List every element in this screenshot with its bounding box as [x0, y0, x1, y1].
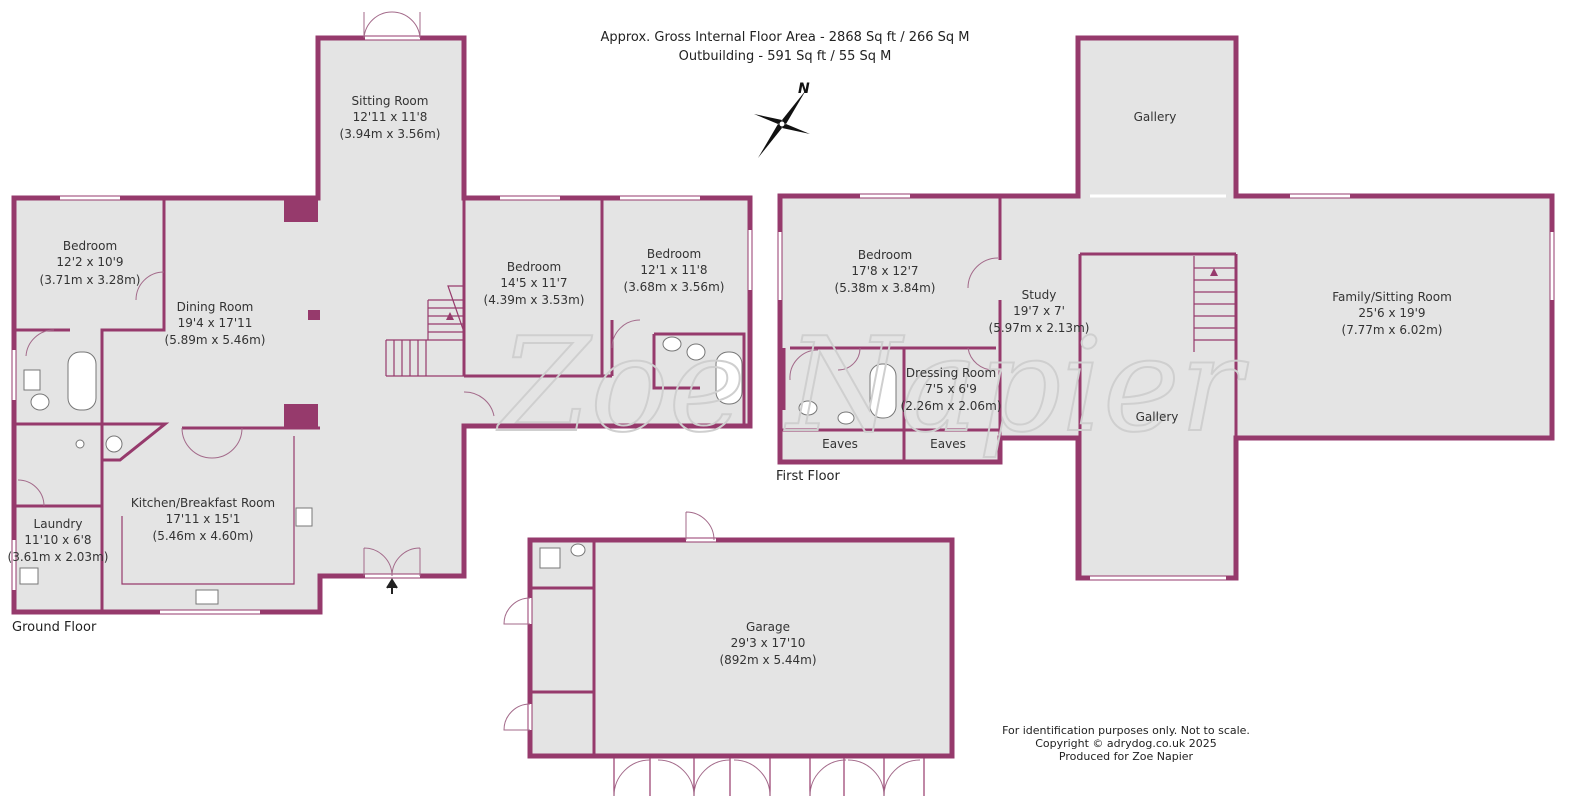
svg-text:Bedroom: Bedroom — [63, 239, 117, 253]
room-bedroom-ff: Bedroom 17'8 x 12'7 (5.38m x 3.84m) — [835, 248, 936, 295]
ground-floor-plan — [11, 11, 753, 615]
svg-text:12'2 x 10'9: 12'2 x 10'9 — [56, 255, 123, 269]
room-bedroom-gf3: Bedroom 12'1 x 11'8 (3.68m x 3.56m) — [624, 247, 725, 294]
room-study: Study 19'7 x 7' (5.97m x 2.13m) — [989, 288, 1090, 335]
watermark: Zoe Napier — [496, 309, 1249, 461]
svg-text:(3.68m x 3.56m): (3.68m x 3.56m) — [624, 280, 725, 294]
svg-text:(3.71m x 3.28m): (3.71m x 3.28m) — [40, 273, 141, 287]
room-dressing-room: Dressing Room 7'5 x 6'9 (2.26m x 2.06m) — [901, 366, 1002, 413]
room-gallery-top: Gallery — [1134, 110, 1177, 124]
svg-text:29'3 x 17'10: 29'3 x 17'10 — [731, 636, 806, 650]
area-header-line1: Approx. Gross Internal Floor Area - 2868… — [600, 30, 969, 45]
svg-text:11'10 x 6'8: 11'10 x 6'8 — [24, 533, 91, 547]
svg-text:25'6 x 19'9: 25'6 x 19'9 — [1358, 306, 1425, 320]
room-laundry: Laundry 11'10 x 6'8 (3.61m x 2.03m) — [8, 517, 109, 564]
room-family-sitting-room: Family/Sitting Room 25'6 x 19'9 (7.77m x… — [1332, 290, 1452, 337]
svg-text:(5.46m x 4.60m): (5.46m x 4.60m) — [153, 529, 254, 543]
svg-text:19'7 x 7': 19'7 x 7' — [1013, 304, 1065, 318]
ground-floor-caption: Ground Floor — [12, 620, 97, 635]
svg-text:(3.94m x 3.56m): (3.94m x 3.56m) — [340, 127, 441, 141]
svg-text:(5.89m x 5.46m): (5.89m x 5.46m) — [165, 333, 266, 347]
svg-text:12'1 x 11'8: 12'1 x 11'8 — [640, 263, 707, 277]
room-eaves-2: Eaves — [930, 437, 966, 451]
svg-text:Family/Sitting Room: Family/Sitting Room — [1332, 290, 1452, 304]
svg-text:14'5 x 11'7: 14'5 x 11'7 — [500, 276, 567, 290]
room-bedroom-gf1: Bedroom 12'2 x 10'9 (3.71m x 3.28m) — [40, 239, 141, 287]
room-garage: Garage 29'3 x 17'10 (892m x 5.44m) — [719, 620, 816, 667]
svg-text:Dressing Room: Dressing Room — [906, 366, 996, 380]
svg-text:(7.77m x 6.02m): (7.77m x 6.02m) — [1342, 323, 1443, 337]
svg-text:17'8 x 12'7: 17'8 x 12'7 — [851, 264, 918, 278]
svg-text:17'11 x 15'1: 17'11 x 15'1 — [166, 512, 241, 526]
svg-text:(892m x 5.44m): (892m x 5.44m) — [719, 653, 816, 667]
room-gallery-mid: Gallery — [1136, 410, 1179, 424]
svg-text:Study: Study — [1022, 288, 1057, 302]
svg-text:(2.26m x 2.06m): (2.26m x 2.06m) — [901, 399, 1002, 413]
svg-text:Kitchen/Breakfast Room: Kitchen/Breakfast Room — [131, 496, 275, 510]
svg-text:12'11 x 11'8: 12'11 x 11'8 — [353, 110, 428, 124]
room-sitting-room: Sitting Room 12'11 x 11'8 (3.94m x 3.56m… — [340, 94, 441, 141]
svg-text:7'5 x 6'9: 7'5 x 6'9 — [925, 382, 977, 396]
compass-north-label: N — [798, 81, 810, 97]
svg-text:19'4 x 17'11: 19'4 x 17'11 — [178, 316, 253, 330]
svg-text:(5.97m x 2.13m): (5.97m x 2.13m) — [989, 321, 1090, 335]
svg-text:(4.39m x 3.53m): (4.39m x 3.53m) — [484, 293, 585, 307]
compass-icon — [754, 90, 810, 158]
svg-text:Bedroom: Bedroom — [858, 248, 912, 262]
footer-produced-for: Produced for Zoe Napier — [1059, 750, 1194, 763]
area-header-line2: Outbuilding - 591 Sq ft / 55 Sq M — [679, 49, 892, 64]
svg-text:(5.38m x 3.84m): (5.38m x 3.84m) — [835, 281, 936, 295]
room-bedroom-gf2: Bedroom 14'5 x 11'7 (4.39m x 3.53m) — [484, 260, 585, 307]
svg-text:Laundry: Laundry — [34, 517, 83, 531]
svg-text:Bedroom: Bedroom — [647, 247, 701, 261]
footer-disclaimer: For identification purposes only. Not to… — [1002, 724, 1250, 737]
room-kitchen: Kitchen/Breakfast Room 17'11 x 15'1 (5.4… — [131, 496, 275, 543]
svg-text:Sitting Room: Sitting Room — [352, 94, 429, 108]
footer-copyright: Copyright © adrydog.co.uk 2025 — [1035, 737, 1217, 750]
svg-text:Dining Room: Dining Room — [177, 300, 254, 314]
first-floor-plan — [777, 35, 1555, 581]
room-eaves-1: Eaves — [822, 437, 858, 451]
garage-plan — [503, 511, 955, 797]
svg-text:Garage: Garage — [746, 620, 790, 634]
first-floor-caption: First Floor — [776, 469, 840, 484]
svg-text:Bedroom: Bedroom — [507, 260, 561, 274]
room-dining-room: Dining Room 19'4 x 17'11 (5.89m x 5.46m) — [165, 300, 266, 347]
svg-text:(3.61m x 2.03m): (3.61m x 2.03m) — [8, 550, 109, 564]
